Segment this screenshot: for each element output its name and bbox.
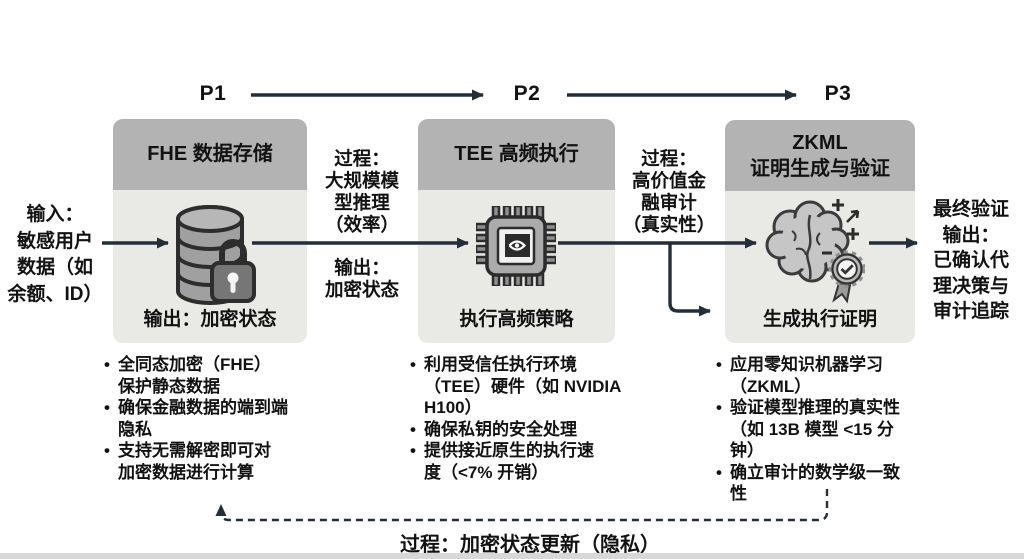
phase-label-p1: P1 — [199, 82, 227, 105]
list-item-text: 验证模型推理的真实性 （如 13B 模型 <15 分 钟） — [730, 398, 900, 460]
database-lock-icon — [176, 205, 256, 305]
stage-title-fhe: FHE 数据存储 — [113, 119, 307, 190]
proof-badge — [828, 250, 865, 304]
input-description: 输入： 敏感用户 数据（如 余额、ID） — [7, 204, 103, 305]
branch-arrow-proof — [668, 243, 711, 317]
list-item: • 支持无需解密即可对 加密数据进行计算 — [104, 440, 322, 483]
list-item-text: 提供接近原生的执行速 度（<7% 开销） — [424, 441, 594, 482]
list-item: • 全同态加密（FHE） 保护静态数据 — [104, 354, 322, 397]
list-item: • 应用零知识机器学习 （ZKML） — [716, 354, 1016, 397]
final-output-description: 最终验证 输出： 已确认代 理决策与 审计追踪 — [932, 199, 1009, 322]
phase-label-p2: P2 — [513, 82, 541, 105]
phase-label-p3: P3 — [824, 82, 852, 105]
list-item-text: 全同态加密（FHE） 保护静态数据 — [118, 355, 271, 396]
list-item: • 确保金融数据的端到端 隐私 — [104, 397, 322, 440]
output-label-fhe-tee: 输出： 加密状态 — [324, 257, 399, 300]
list-item: • 确立审计的数学级一致 性 — [716, 462, 1016, 505]
stage-footer-fhe: 输出：加密状态 — [143, 309, 277, 330]
gpu-chip-icon — [476, 206, 556, 286]
list-item: • 验证模型推理的真实性 （如 13B 模型 <15 分 钟） — [716, 397, 1016, 462]
stage-box-fhe: FHE 数据存储 输出：加密状态 — [113, 119, 307, 343]
bullet-marker: • — [716, 462, 722, 482]
bullet-marker: • — [104, 355, 110, 374]
bullet-marker: • — [410, 419, 416, 439]
lock-shackle — [219, 239, 247, 265]
list-item: • 确保私钥的安全处理 — [410, 419, 710, 441]
bullet-marker: • — [716, 355, 722, 374]
stage-footer-tee: 执行高频策略 — [459, 309, 574, 330]
process-label-tee-zkml: 过程： 高价值金 融审计 （真实性） — [622, 148, 716, 235]
list-item-text: 确保金融数据的端到端 隐私 — [118, 398, 288, 439]
feature-list-tee: • 利用受信任执行环境 （TEE）硬件（如 NVIDIA H100） • 确保私钥的… — [410, 354, 710, 483]
plus-glyph — [847, 228, 859, 240]
list-item-text: 应用零知识机器学习 （ZKML） — [730, 355, 883, 396]
list-item-text: 确立审计的数学级一致 性 — [730, 462, 900, 504]
list-item-text: 确保私钥的安全处理 — [424, 419, 577, 439]
stage-title-tee: TEE 高频执行 — [418, 119, 615, 190]
list-item-text: 利用受信任执行环境 （TEE）硬件（如 NVIDIA H100） — [424, 355, 622, 417]
stage-title-zkml: ZKML 证明生成与验证 — [725, 120, 915, 191]
feature-list-zkml: • 应用零知识机器学习 （ZKML） • 验证模型推理的真实性 （如 13B 模型 … — [716, 354, 1016, 505]
list-item: • 提供接近原生的执行速 度（<7% 开销） — [410, 440, 710, 483]
feedback-process-label: 过程：加密状态更新（隐私） — [400, 534, 660, 556]
bottom-strip — [0, 553, 1024, 559]
process-label-fhe-tee: 过程： 大规模模 型推理 （效率） — [324, 148, 399, 235]
brain-proof-icon — [765, 199, 865, 304]
bullet-marker: • — [716, 398, 722, 417]
feature-list-fhe: • 全同态加密（FHE） 保护静态数据 • 确保金融数据的端到端 隐私 • 支持无需解… — [104, 354, 322, 483]
bullet-marker: • — [410, 441, 416, 460]
stage-footer-zkml: 生成执行证明 — [762, 309, 877, 330]
list-item-text: 支持无需解密即可对 加密数据进行计算 — [118, 441, 271, 482]
plus-glyph — [832, 199, 844, 211]
chart-arrow-glyph — [846, 209, 860, 223]
bullet-marker: • — [104, 441, 110, 460]
brain-midline — [806, 214, 812, 280]
list-item: • 利用受信任执行环境 （TEE）硬件（如 NVIDIA H100） — [410, 354, 710, 419]
bullet-marker: • — [410, 355, 416, 374]
bullet-marker: • — [104, 398, 110, 417]
check-mark — [840, 264, 854, 275]
